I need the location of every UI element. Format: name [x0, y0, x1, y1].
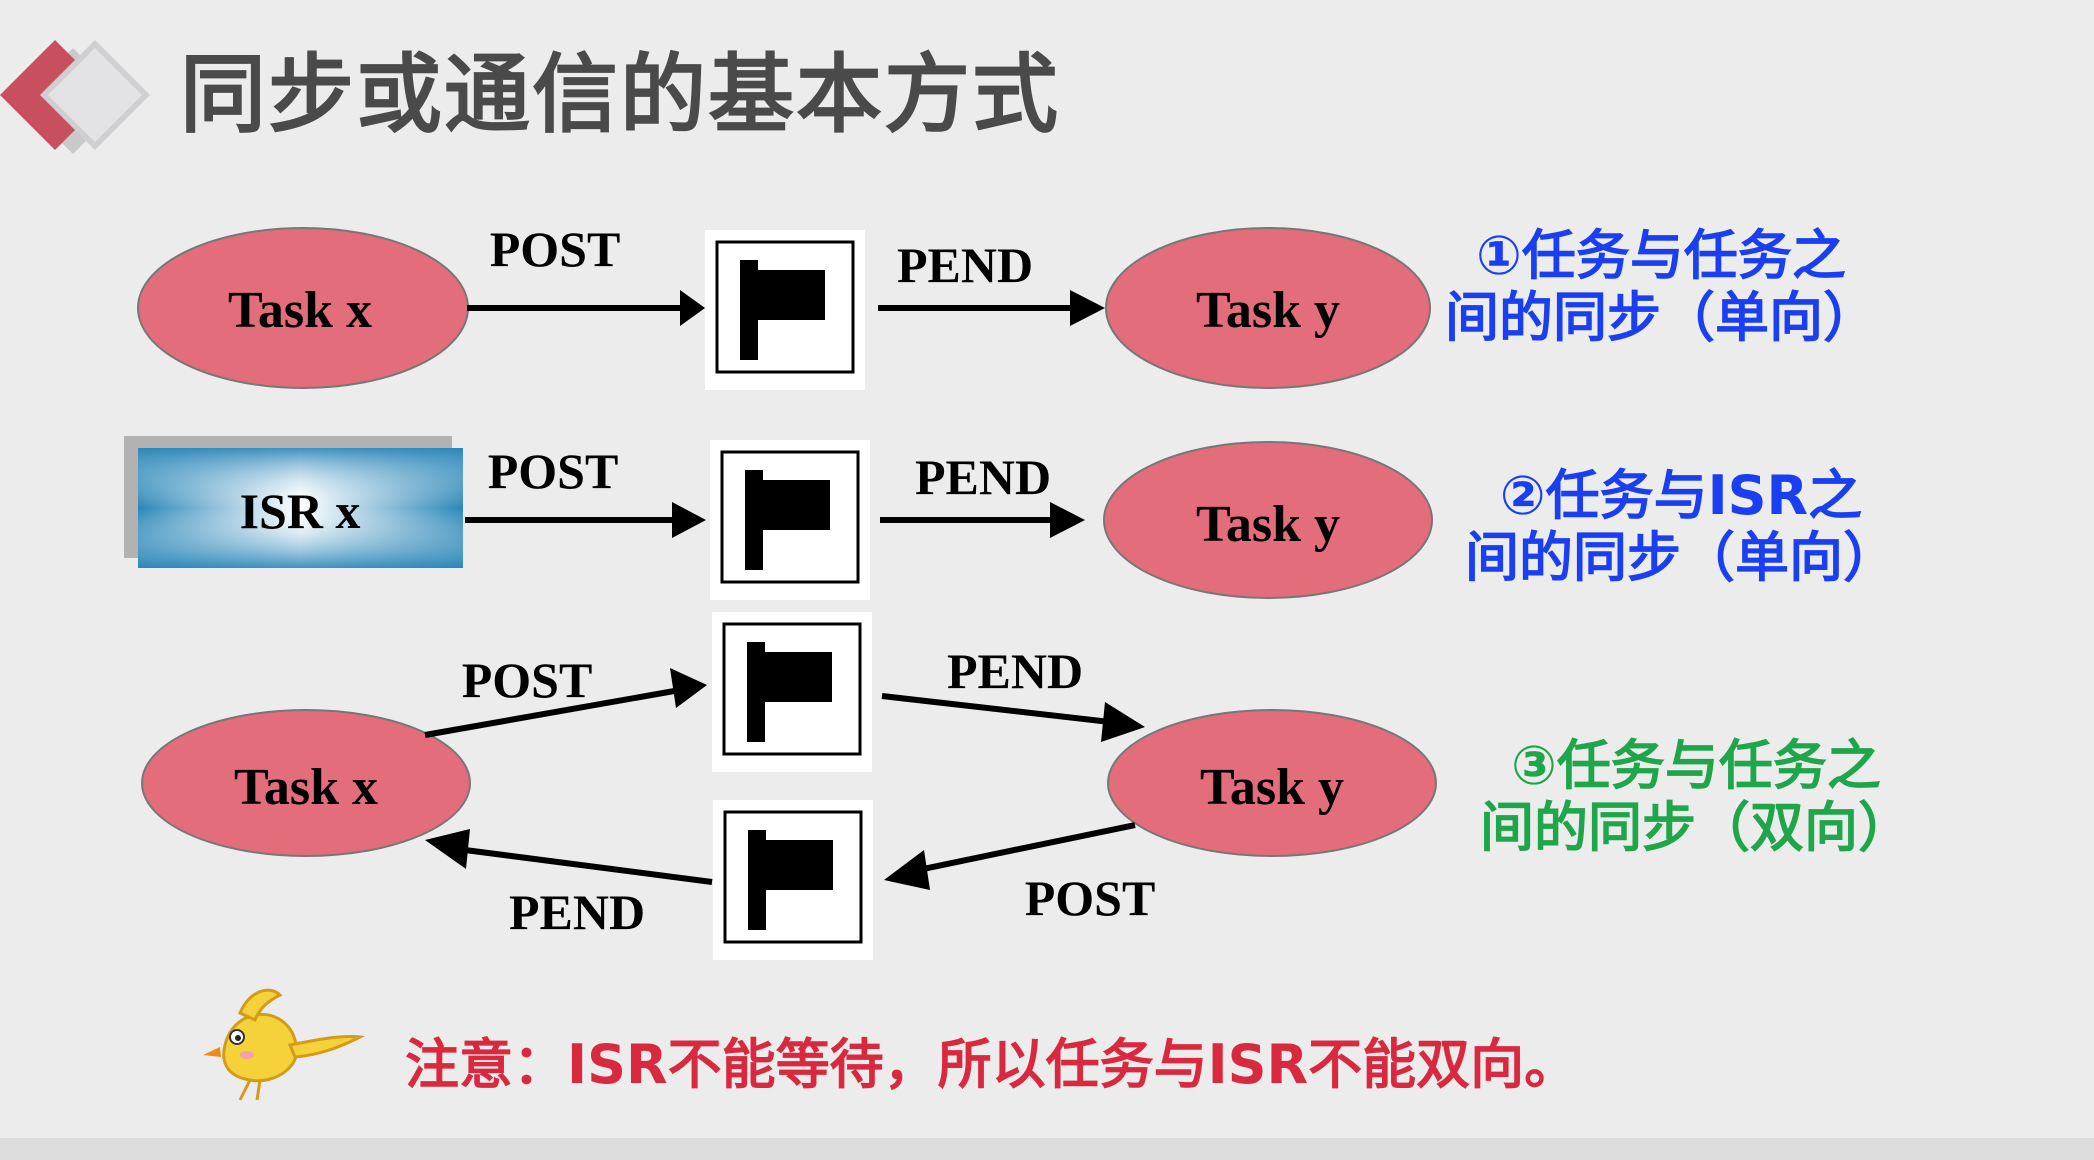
- row2-isr-x-label: ISR x: [240, 483, 361, 539]
- row1-pend-label: PEND: [897, 237, 1033, 293]
- bottom-strip: [0, 1138, 2094, 1160]
- row3-bottom-pend-arrowhead: [425, 829, 470, 869]
- row3-top-flag-icon: [710, 610, 874, 774]
- row2-task-y-node: [1103, 441, 1433, 599]
- row1: Task x POST PEND Task y: [137, 221, 1431, 392]
- row1-post-label: POST: [490, 221, 621, 277]
- row3-bottom-post-arrowhead: [884, 850, 930, 890]
- bird-mascot-icon: [195, 985, 366, 1109]
- row1-post-arrowhead-shape: [680, 290, 705, 326]
- row3-top-pend-arrowhead: [1101, 702, 1145, 742]
- page-title: 同步或通信的基本方式: [180, 45, 1060, 145]
- row1-pend-arrowhead: [1070, 290, 1105, 326]
- row2-isr-node-vshade: [138, 448, 463, 568]
- row2: ISR x POST PEND Task y: [124, 436, 1433, 602]
- row2-pend-arrowhead: [1050, 502, 1085, 538]
- row3-task-y-node: [1107, 709, 1437, 857]
- row3-top-post-label: POST: [462, 652, 593, 708]
- row2-flag-icon: [708, 438, 872, 602]
- row1-flag-icon: [703, 228, 867, 392]
- caption-1-line-1: ①任务与任务之: [1476, 224, 1846, 287]
- row2-post-label: POST: [488, 443, 619, 499]
- row1-task-y-label: Task y: [1196, 282, 1340, 339]
- row3: Task x Task y POST PEND POST PEND: [141, 610, 1437, 962]
- row1-task-x-label: Task x: [228, 282, 372, 339]
- row3-top-post-arrow: [424, 687, 681, 738]
- row3-task-x-node: [141, 709, 471, 857]
- row3-task-y-label: Task y: [1200, 759, 1344, 816]
- row3-bottom-pend-label: PEND: [509, 884, 645, 940]
- row3-top-post-arrowhead: [670, 668, 707, 708]
- row2-task-y-label: Task y: [1196, 496, 1340, 553]
- row3-bottom-flag-icon: [711, 798, 875, 962]
- row3-top-pend-label: PEND: [947, 643, 1083, 699]
- caption-1-line-2: 间的同步（单向）: [1445, 286, 1877, 349]
- caption-3-line-2: 间的同步（双向）: [1480, 796, 1912, 859]
- diamond-logo-icon: [0, 25, 170, 169]
- caption-task-task-oneway: ①任务与任务之 间的同步（单向）: [1445, 225, 1877, 349]
- caption-task-isr-oneway: ②任务与ISR之 间的同步（单向）: [1465, 465, 1897, 589]
- row3-task-x-label: Task x: [234, 759, 378, 816]
- row1-task-y-node: [1105, 227, 1431, 389]
- row2-post-arrowhead: [672, 502, 706, 538]
- caption-3-line-1: ③任务与任务之: [1511, 734, 1881, 797]
- row3-bottom-pend-arrow: [464, 847, 713, 885]
- caption-2-line-2: 间的同步（单向）: [1465, 526, 1897, 589]
- row2-pend-label: PEND: [915, 449, 1051, 505]
- row3-bottom-post-label: POST: [1025, 870, 1156, 926]
- caption-task-task-twoway: ③任务与任务之 间的同步（双向）: [1480, 735, 1912, 859]
- caption-2-line-1: ②任务与ISR之: [1499, 464, 1863, 527]
- row3-bottom-post-arrow: [917, 822, 1136, 873]
- note-text: 注意：ISR不能等待，所以任务与ISR不能双向。: [405, 1033, 1579, 1096]
- row3-top-pend-arrow: [881, 693, 1111, 725]
